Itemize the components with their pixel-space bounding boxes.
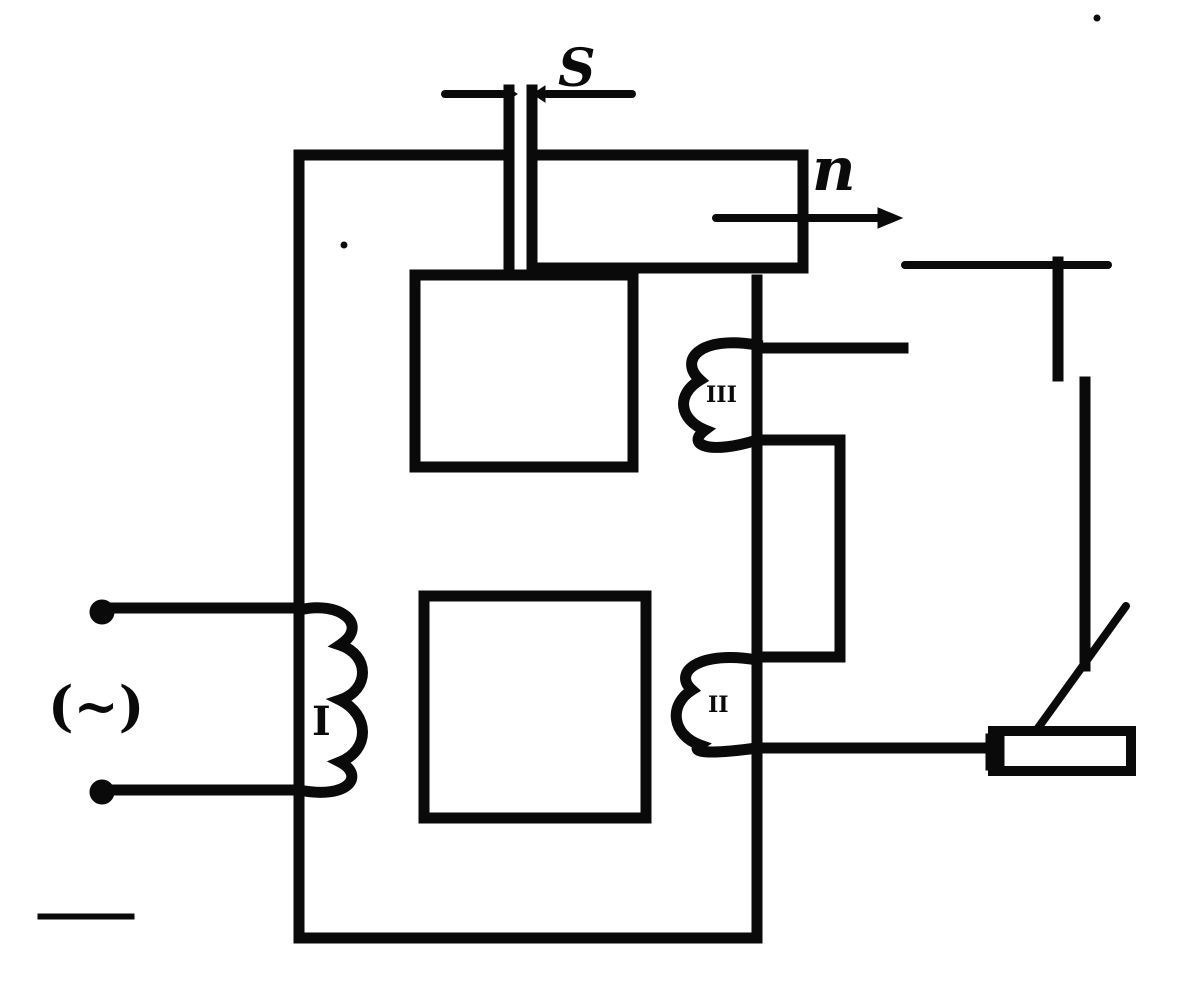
lower-secondary-winding: II (670, 652, 764, 758)
armature-motion-arrow: n (712, 135, 904, 229)
gap-dimension: S (441, 38, 636, 103)
source-label: (~) (48, 674, 144, 738)
upper-secondary-winding: III (678, 337, 764, 453)
indicator-device (901, 256, 1136, 776)
gap-label: S (558, 38, 596, 99)
winding-interconnect (751, 434, 846, 663)
indicator-cap (985, 733, 1005, 771)
scan-artifacts (37, 14, 1101, 920)
lower-coil-label: II (708, 692, 729, 718)
input-terminal-bottom (89, 779, 115, 805)
input-terminal-top (89, 599, 115, 625)
lower-window (418, 590, 652, 824)
movable-armature (526, 149, 809, 274)
indicator-body (988, 726, 1136, 776)
upper-coil-label: III (706, 382, 737, 408)
motion-label: n (812, 135, 856, 205)
core-outer-outline (293, 149, 763, 944)
primary-coil-label: I (312, 698, 331, 745)
primary-winding: I (89, 599, 368, 805)
upper-window (409, 269, 639, 473)
